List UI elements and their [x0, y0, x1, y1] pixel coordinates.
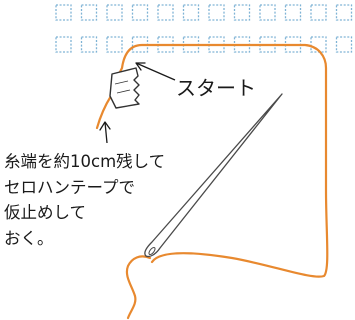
tape-icon: [109, 67, 140, 109]
note-line-2: セロハンテープで: [4, 177, 136, 197]
stitch-square: [55, 4, 72, 21]
thread-tail: [95, 94, 113, 130]
stitch-square: [310, 4, 327, 21]
stitch-square: [80, 36, 98, 53]
stitch-square: [310, 36, 327, 53]
stitch-square: [55, 36, 72, 53]
stitch-square: [284, 4, 302, 21]
needle-icon: [144, 93, 283, 258]
stitch-square: [208, 4, 225, 21]
stitch-square: [106, 36, 123, 53]
stitch-square: [157, 4, 174, 21]
stitch-square: [182, 4, 200, 21]
stitch-square: [233, 4, 251, 21]
note-line-1: 糸端を約10cm残して: [4, 152, 166, 171]
thread-path: [116, 43, 329, 278]
stitch-square: [80, 4, 98, 21]
start-label: スタート: [176, 76, 256, 100]
stitch-square: [259, 4, 276, 21]
instruction-note: 糸端を約10cm残して セロハンテープで 仮止めして おく。: [4, 149, 165, 251]
start-arrow: [135, 62, 176, 81]
thread-loose-end: [125, 255, 152, 320]
stitch-grid: [55, 4, 353, 53]
note-arrow: [99, 121, 111, 144]
note-line-3: 仮止めして: [4, 203, 87, 222]
stitch-square: [335, 36, 353, 53]
note-line-4: おく。: [4, 228, 54, 248]
stitch-square: [106, 4, 123, 21]
stitch-square: [335, 4, 353, 21]
stitch-square: [131, 4, 149, 21]
